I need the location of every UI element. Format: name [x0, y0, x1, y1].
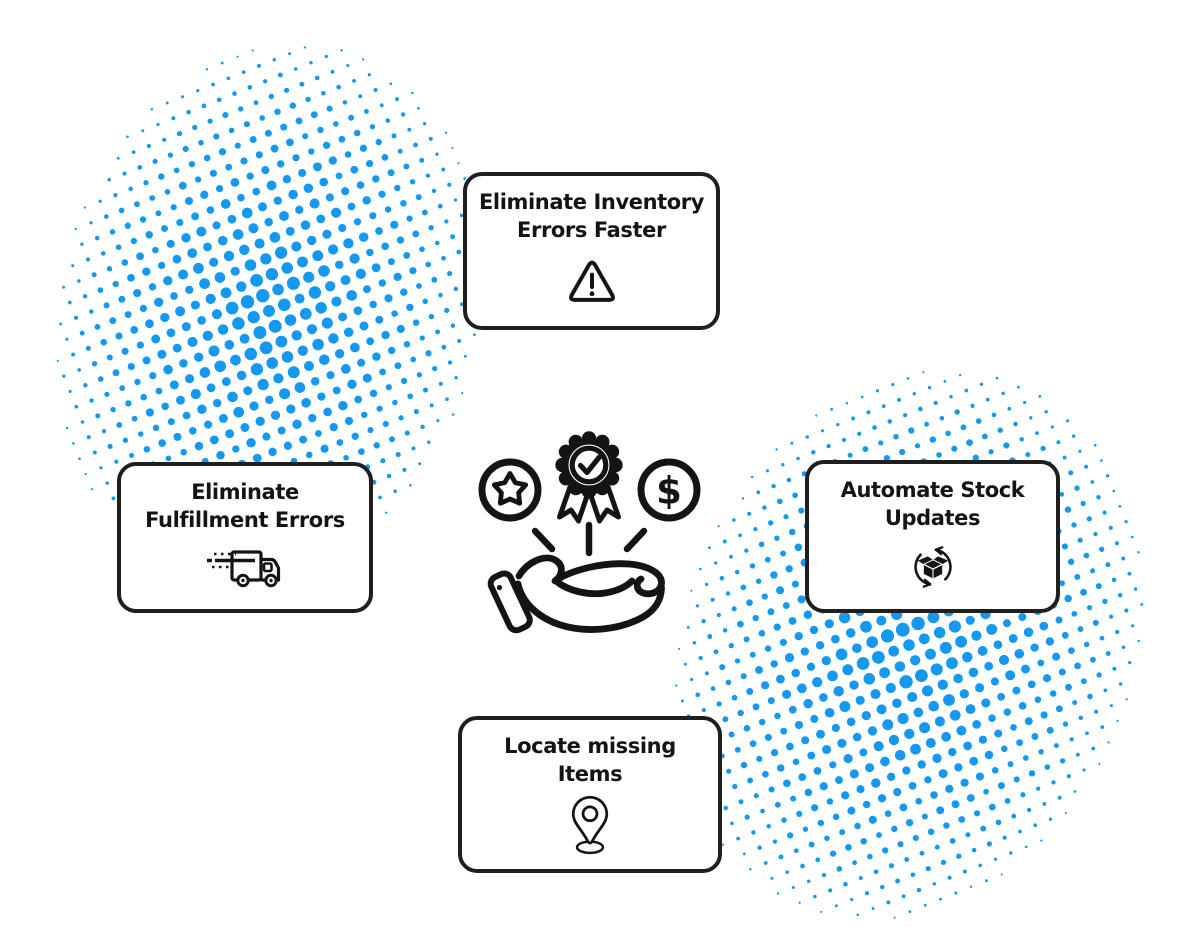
halftone-blob-bottom-right — [675, 371, 1144, 919]
card-automate-stock-updates: Automate Stock Updates — [805, 460, 1060, 613]
hand-presenting-awards-svg: $ — [478, 431, 701, 634]
delivery-truck-svg — [207, 550, 281, 588]
location-pin-icon — [565, 791, 615, 859]
card-title-line: Eliminate Inventory — [478, 190, 705, 214]
card-title-line: Locate missing — [504, 734, 676, 758]
rays — [531, 521, 648, 557]
star-medal-icon — [478, 458, 542, 522]
open-carton-shape — [917, 556, 948, 579]
open-hand-shape — [514, 554, 665, 633]
dollar-medal-icon: $ — [637, 458, 701, 522]
card-eliminate-fulfillment-errors: Eliminate Fulfillment Errors — [117, 462, 373, 613]
package-refresh-svg — [913, 546, 952, 588]
location-pin-svg — [571, 796, 609, 855]
svg-text:$: $ — [656, 470, 682, 513]
card-title-line: Eliminate — [191, 480, 299, 504]
package-refresh-icon — [908, 535, 958, 599]
card-title: Locate missing Items — [504, 733, 676, 789]
card-title: Eliminate Inventory Errors Faster — [479, 189, 704, 245]
card-title-line: Errors Faster — [517, 217, 666, 242]
truck-wheel-hub — [241, 578, 245, 583]
card-title: Automate Stock Updates — [841, 477, 1025, 533]
delivery-truck-icon — [205, 537, 285, 599]
ribbon-award-icon — [555, 431, 623, 524]
card-title-line: Updates — [884, 505, 981, 530]
warning-triangle-icon — [568, 247, 616, 316]
card-eliminate-inventory-errors: Eliminate Inventory Errors Faster — [463, 172, 720, 330]
card-title-line: Automate Stock — [840, 478, 1025, 502]
card-title: Eliminate Fulfillment Errors — [145, 479, 345, 535]
hand-presenting-awards-icon: $ — [465, 405, 715, 655]
warning-triangle-svg — [568, 261, 615, 303]
card-locate-missing-items: Locate missing Items — [458, 716, 722, 873]
truck-wheel-hub — [269, 578, 273, 583]
card-title-line: Items — [557, 761, 623, 786]
sleeve-cuff-shape — [487, 570, 533, 634]
card-title-line: Fulfillment Errors — [145, 507, 345, 532]
